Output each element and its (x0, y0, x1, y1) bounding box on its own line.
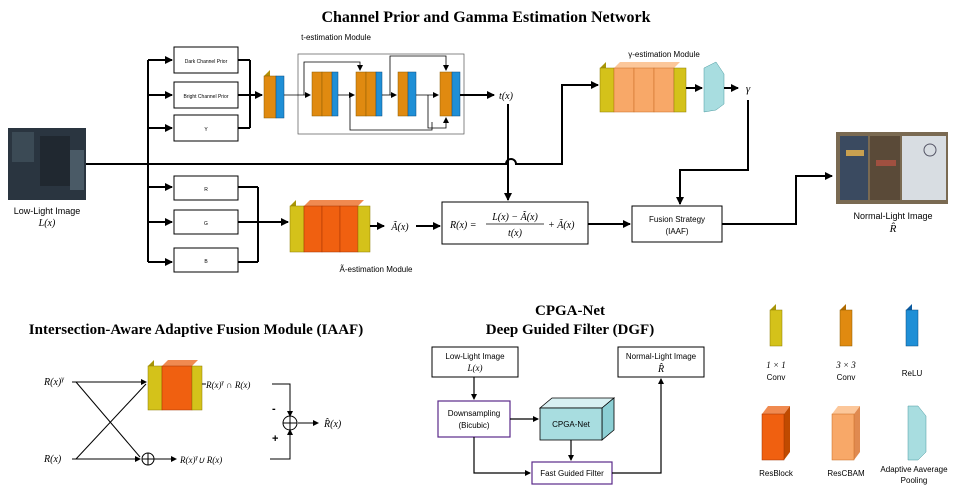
output-math: R̂ (889, 222, 897, 235)
formula-numerator: L(x) − Ã(x) (491, 211, 538, 223)
r-channel: R (204, 187, 208, 193)
downsampling-box (437, 400, 511, 438)
iaaf-minus: - (272, 403, 276, 415)
rgb-merge-lines (238, 186, 289, 263)
cpga-net-label: CPGA-Net (552, 420, 591, 429)
formula-lhs: R(x) = (449, 220, 476, 231)
iaaf-title: Intersection-Aware Adaptive Fusion Modul… (29, 322, 363, 338)
prior-merge-lines (238, 59, 263, 129)
low-light-image (8, 128, 86, 200)
dgf-input-label: Low-Light Image (445, 352, 505, 361)
gamma-estimation-module (599, 61, 725, 113)
y-channel: Y (204, 127, 208, 133)
a-output: Ã(x) (390, 221, 409, 233)
legend-relu-label: ReLU (902, 369, 923, 378)
formula-tail: + Ã(x) (548, 219, 575, 231)
t-estimation-module (263, 53, 495, 135)
rgb-boxes (173, 175, 239, 273)
t-conv-block-4 (397, 71, 417, 117)
iaaf-union-op (141, 452, 155, 466)
iaaf-sum-op (282, 415, 298, 431)
t-module-label: t-estimation Module (301, 33, 371, 42)
dgf-title-1: CPGA-Net (535, 303, 605, 319)
dgf-input-math: L(x) (467, 363, 483, 373)
iaaf-merge-lines (270, 383, 319, 460)
legend-resblock-label: ResBlock (759, 469, 794, 478)
main-title: Channel Prior and Gamma Estimation Netwo… (321, 9, 650, 26)
downsampling-line1: Downsampling (448, 409, 500, 418)
t-conv-block-3 (355, 71, 383, 117)
dgf-output-box (617, 346, 705, 378)
legend-rescbam-icon (831, 406, 860, 461)
formula-denominator: t(x) (508, 228, 523, 239)
bright-channel-prior: Bright Channel Prior (183, 94, 228, 100)
input-branch-lines (86, 56, 599, 266)
cpga-net-block (538, 397, 616, 441)
iaaf-input-top: R(x)γ (43, 375, 64, 388)
legend-resblock-icon (761, 406, 790, 461)
gamma-output: γ (746, 83, 751, 95)
t-output: t(x) (499, 91, 514, 102)
fast-guided-filter-label: Fast Guided Filter (540, 469, 604, 478)
t-conv-block-5 (439, 71, 461, 117)
legend-conv1x1-label: Conv (767, 373, 786, 382)
fusion-line2: (IAAF) (665, 227, 688, 236)
dgf-arrows (471, 377, 664, 476)
dgf-output-label: Normal-Light Image (626, 352, 697, 361)
iaaf-result: R̂(x) (323, 417, 342, 430)
formula-box (441, 201, 589, 245)
a-module-label: Ã-estimation Module (340, 265, 413, 274)
dgf-title-2: Deep Guided Filter (DGF) (486, 322, 654, 338)
iaaf-plus: + (272, 433, 278, 445)
legend-conv1x1-math: 1 × 1 (766, 360, 786, 370)
input-math: L(x) (38, 218, 56, 229)
iaaf-output-bottom: R(x)γ∪ R(x) (179, 455, 222, 465)
dark-channel-prior: Dark Channel Prior (185, 59, 228, 65)
legend-aap-label-1: Adaptive Aaverage (880, 465, 948, 474)
t-conv-block-2 (311, 71, 339, 117)
legend-conv3x3-icon (839, 304, 853, 347)
legend-conv3x3-label: Conv (837, 373, 856, 382)
iaaf-cross-lines (72, 379, 147, 462)
iaaf-resblock (147, 360, 203, 411)
iaaf-input-bottom: R(x) (43, 454, 62, 465)
legend-conv1x1-icon (769, 304, 783, 347)
b-channel: B (204, 259, 208, 265)
legend-conv3x3-math: 3 × 3 (835, 360, 856, 370)
g-channel: G (204, 221, 208, 227)
legend-aap-icon (907, 405, 927, 461)
a-estimation-module (289, 200, 371, 253)
downsampling-line2: (Bicubic) (458, 421, 489, 430)
input-label: Low-Light Image (14, 206, 81, 216)
t-conv-block-1 (263, 70, 285, 119)
prior-boxes (173, 46, 239, 142)
gamma-module-label: γ-estimation Module (628, 50, 700, 59)
fusion-line1: Fusion Strategy (649, 215, 705, 224)
fusion-strategy-box (631, 205, 723, 243)
legend-relu-icon (905, 304, 919, 347)
dgf-output-math: R̂ (657, 362, 664, 375)
legend-aap-label-2: Pooling (901, 476, 928, 485)
dgf-input-box (431, 346, 519, 378)
normal-light-image (836, 132, 948, 204)
legend-rescbam-label: ResCBAM (827, 469, 865, 478)
output-label: Normal-Light Image (853, 211, 932, 221)
iaaf-output-top: R(x)γ ∩ R(x) (205, 380, 250, 390)
